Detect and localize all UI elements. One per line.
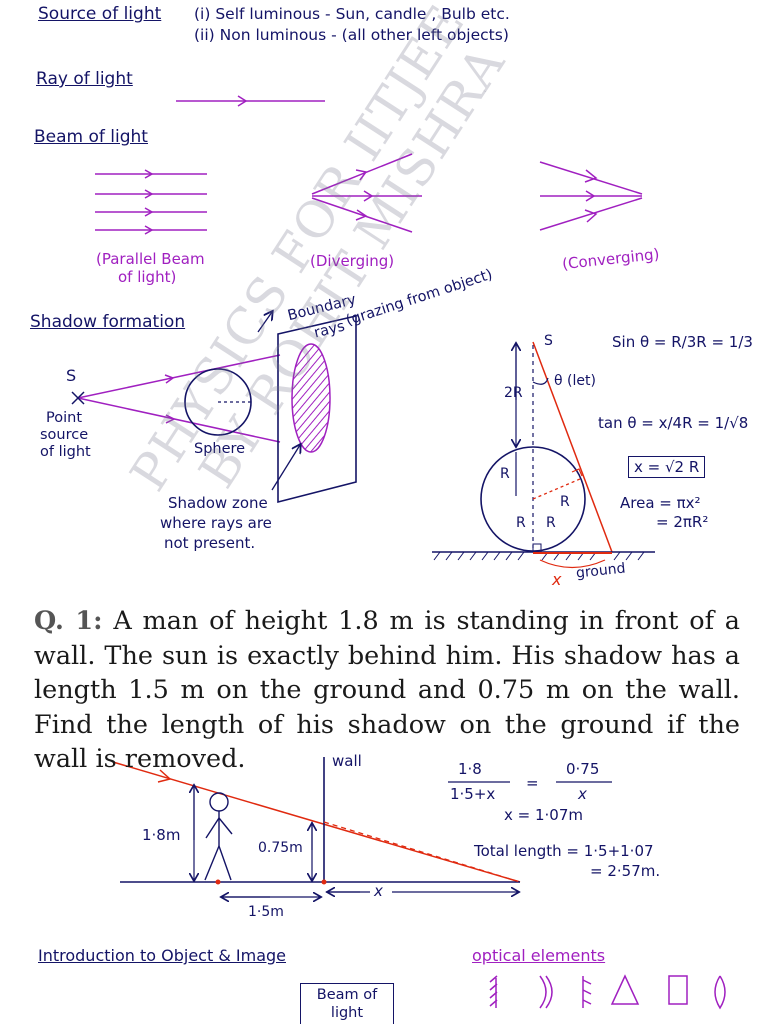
- source-s-label: S: [66, 366, 77, 385]
- geo-2r-label: 2R: [504, 385, 523, 401]
- converging-beam-rays: [539, 161, 643, 231]
- area-equation-1: Area = πx²: [620, 494, 701, 512]
- geo-r-left: R: [516, 515, 526, 531]
- beam-heading: Beam of light: [34, 127, 148, 147]
- ratio-right-denominator: x: [578, 785, 587, 803]
- ratio-left-numerator: 1·8: [458, 760, 482, 778]
- geo-s-label: S: [544, 333, 553, 349]
- parallel-beam-rays: [95, 169, 207, 235]
- geo-r-right: R: [560, 494, 570, 510]
- total-length-1: Total length = 1·5+1·07: [474, 842, 654, 860]
- beam-of-light-box: Beam of light: [300, 983, 394, 1024]
- ratio-equals: =: [526, 774, 539, 792]
- shadow-zone-label-3: not present.: [164, 534, 256, 552]
- question-label: Q. 1:: [34, 606, 103, 636]
- geo-r-upper: R: [500, 466, 510, 482]
- intro-heading: Introduction to Object & Image: [38, 946, 286, 965]
- area-equation-2: = 2πR²: [656, 513, 709, 531]
- question-body: A man of height 1.8 m is standing in fro…: [34, 606, 740, 774]
- source-heading: Source of light: [38, 4, 162, 24]
- shadow-formation-diagram: [71, 312, 357, 504]
- sphere-label: Sphere: [194, 441, 246, 457]
- ray-of-light-arrow: [176, 95, 325, 107]
- point-source-label-3: of light: [40, 444, 91, 460]
- geo-theta-label: θ (let): [554, 373, 596, 389]
- geo-r-mid: R: [546, 515, 556, 531]
- diverging-label: (Diverging): [310, 252, 395, 270]
- parallel-beam-label-2: of light): [118, 268, 177, 286]
- tan-equation: tan θ = x/4R = 1/√8: [598, 414, 749, 432]
- diverging-beam-rays: [311, 153, 422, 233]
- wall-label: wall: [332, 752, 362, 770]
- man-wall-diagram: [112, 757, 612, 897]
- source-line-2: (ii) Non luminous - (all other left obje…: [194, 26, 509, 44]
- ray-heading: Ray of light: [36, 69, 133, 89]
- shadow-zone-label-2: where rays are: [160, 514, 272, 532]
- total-length-2: = 2·57m.: [590, 862, 661, 880]
- question-text: Q. 1: A man of height 1.8 m is standing …: [34, 604, 740, 777]
- sphere-geometry-diagram: [432, 342, 655, 569]
- point-source-label-2: source: [40, 427, 89, 443]
- ratio-right-numerator: 0·75: [566, 760, 600, 778]
- shadow-heading: Shadow formation: [30, 312, 186, 332]
- x-value: x = 1·07m: [504, 806, 583, 824]
- x-length-label: x: [374, 882, 383, 900]
- shadow-zone-label-1: Shadow zone: [168, 494, 268, 512]
- man-height-label: 1·8m: [142, 826, 181, 844]
- wall-shadow-label: 0.75m: [258, 840, 303, 856]
- optical-elements-heading: optical elements: [472, 946, 606, 965]
- sin-equation: Sin θ = R/3R = 1/3: [612, 333, 753, 351]
- x-result-box: x = √2 R: [628, 456, 706, 478]
- ratio-left-denominator: 1·5+x: [450, 785, 496, 803]
- ground-length-label: 1·5m: [248, 904, 284, 920]
- geo-x-label: x: [552, 570, 562, 589]
- parallel-beam-label-1: (Parallel Beam: [96, 250, 205, 268]
- source-line-1: (i) Self luminous - Sun, candle , Bulb e…: [194, 5, 510, 23]
- optical-element-icons: [489, 974, 726, 1010]
- point-source-label-1: Point: [46, 410, 83, 426]
